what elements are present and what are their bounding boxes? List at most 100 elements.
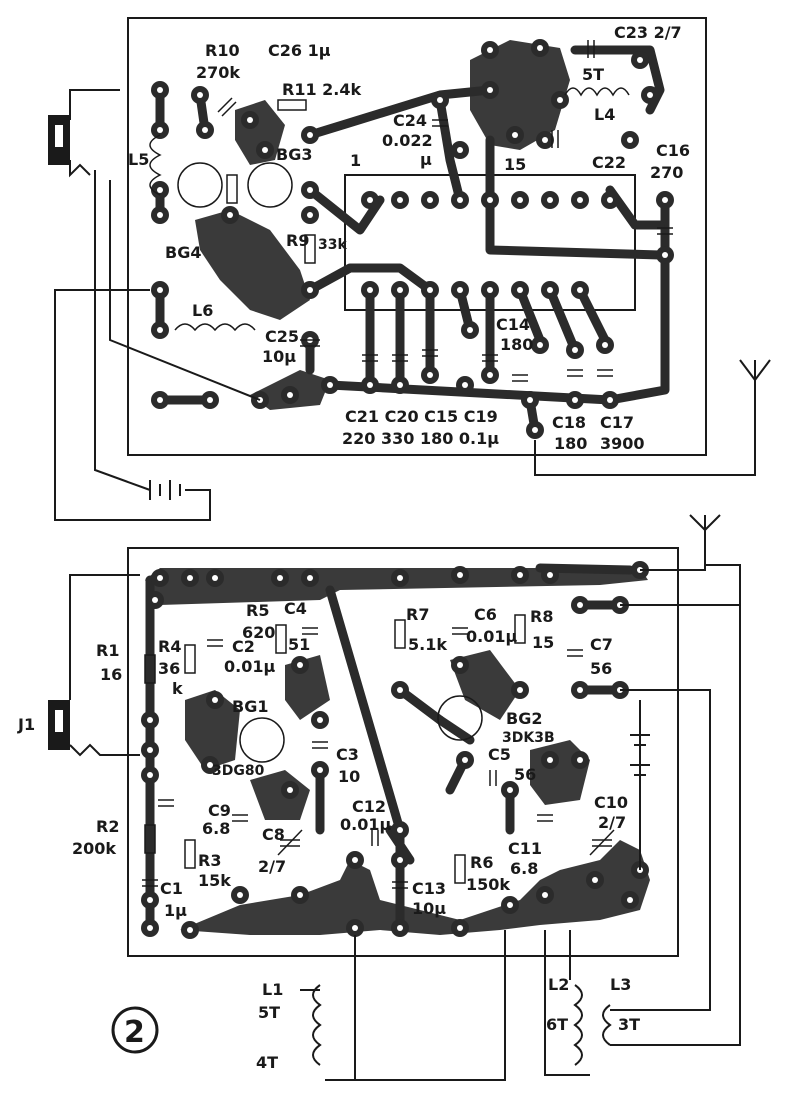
label-c5-value: 56 (514, 765, 536, 784)
label-r8-value: 15 (532, 633, 554, 652)
r4-symbol (184, 644, 196, 674)
top-board-outline (127, 17, 707, 456)
label-bg1: BG1 (232, 697, 268, 716)
label-c26: C26 1μ (268, 41, 331, 60)
bg2-transistor-symbol (437, 695, 483, 741)
label-c9-value: 6.8 (202, 819, 230, 838)
label-r4: R4 (158, 637, 181, 656)
bg1-transistor-symbol (239, 717, 285, 763)
label-r10: R10 (205, 41, 240, 60)
label-c3-value: 10 (338, 767, 360, 786)
label-c22-value: 15 (504, 155, 526, 174)
label-r11: R11 2.4k (282, 80, 362, 99)
label-c25-value: 10μ (262, 347, 296, 366)
label-r6: R6 (470, 853, 493, 872)
r8-symbol (514, 614, 526, 644)
bg4-transistor-symbol (177, 162, 223, 208)
label-r9-value: 33k (318, 237, 347, 253)
label-bg4: BG4 (165, 243, 201, 262)
label-c14-value: 180 (500, 335, 533, 354)
label-bg2: BG2 (506, 709, 542, 728)
label-c8: C8 (262, 825, 285, 844)
label-c2: C2 (232, 637, 255, 656)
label-j1: J1 (17, 715, 35, 734)
label-r5: R5 (246, 601, 269, 620)
r7-symbol (394, 619, 406, 649)
label-r8: R8 (530, 607, 553, 626)
label-c10: C10 (594, 793, 628, 812)
label-c7-value: 56 (590, 659, 612, 678)
label-r1: R1 (96, 641, 119, 660)
label-caps-values: 220 330 180 0.1μ (342, 429, 499, 448)
label-l1-tap: 4T (256, 1053, 278, 1072)
figure-number: 2 (111, 1006, 159, 1054)
bg3-transistor-symbol (247, 162, 293, 208)
top-board: R10 270k C26 1μ R11 2.4k C23 2/7 5T L4 C… (48, 17, 771, 521)
bottom-pads (141, 561, 649, 939)
label-c24: C24 (393, 111, 427, 130)
copper-area-bg4 (195, 210, 310, 320)
label-l2: L2 (548, 975, 569, 994)
label-c16-value: 270 (650, 163, 683, 182)
label-c24-unit: μ (420, 150, 432, 169)
r3-symbol (184, 839, 196, 869)
label-c22: C22 (592, 153, 626, 172)
label-r4-unit: k (172, 679, 183, 698)
label-c11: C11 (508, 839, 542, 858)
l2-coil (573, 984, 583, 1066)
l6-coil (174, 323, 256, 332)
label-r2-value: 200k (72, 839, 116, 858)
label-l5: L5 (128, 150, 149, 169)
copper-area-mixer (470, 40, 570, 150)
label-c17-value: 3900 (600, 434, 645, 453)
label-l6: L6 (192, 301, 213, 320)
label-c18-value: 180 (554, 434, 587, 453)
label-c6-value: 0.01μ (466, 627, 517, 646)
r6-symbol (454, 854, 466, 884)
label-r9: R9 (286, 231, 309, 250)
l4-coil (564, 87, 630, 97)
label-r2: R2 (96, 817, 119, 836)
top-external-wiring (48, 89, 771, 521)
top-labels: R10 270k C26 1μ R11 2.4k C23 2/7 5T L4 C… (128, 23, 690, 453)
copper-area-c10 (530, 740, 590, 805)
label-c23: C23 2/7 (614, 23, 682, 42)
bottom-labels: R1 16 R4 36 k R5 620 C4 51 C2 0.01μ R7 5… (17, 599, 640, 1072)
l3-coil (602, 1004, 612, 1046)
label-r10-value: 270k (196, 63, 240, 82)
l5-coil (149, 134, 162, 196)
label-bg2-type: 3DK3B (502, 730, 555, 746)
label-l3-turns: 3T (618, 1015, 640, 1034)
l1-coil (312, 984, 322, 1066)
resistor-symbol (226, 174, 238, 204)
label-c16: C16 (656, 141, 690, 160)
label-c3: C3 (336, 745, 359, 764)
label-r7-value: 5.1k (408, 635, 447, 654)
label-c9: C9 (208, 801, 231, 820)
label-c14: C14 (496, 315, 530, 334)
label-ic-pin1: 1 (350, 151, 361, 170)
label-c4-value: 51 (288, 635, 310, 654)
top-pads (151, 39, 674, 439)
r1-symbol (144, 654, 156, 684)
label-r5-value: 620 (242, 623, 275, 642)
bottom-board-outline (127, 547, 679, 957)
label-r3: R3 (198, 851, 221, 870)
label-c7: C7 (590, 635, 613, 654)
copper-area-c8 (250, 770, 310, 820)
label-r7: R7 (406, 605, 429, 624)
label-c24-value: 0.022 (382, 131, 433, 150)
label-c1: C1 (160, 879, 183, 898)
label-c13-value: 10μ (412, 899, 446, 918)
label-r1-value: 16 (100, 665, 122, 684)
label-r3-value: 15k (198, 871, 231, 890)
bottom-external-wiring (48, 514, 741, 1081)
bottom-components (142, 614, 615, 889)
label-c12: C12 (352, 797, 386, 816)
r9-symbol (304, 234, 316, 264)
label-l2-turns: 6T (546, 1015, 568, 1034)
label-c10-value: 2/7 (598, 813, 626, 832)
copper-ground-bottom (180, 840, 650, 935)
r11-symbol (277, 99, 307, 111)
